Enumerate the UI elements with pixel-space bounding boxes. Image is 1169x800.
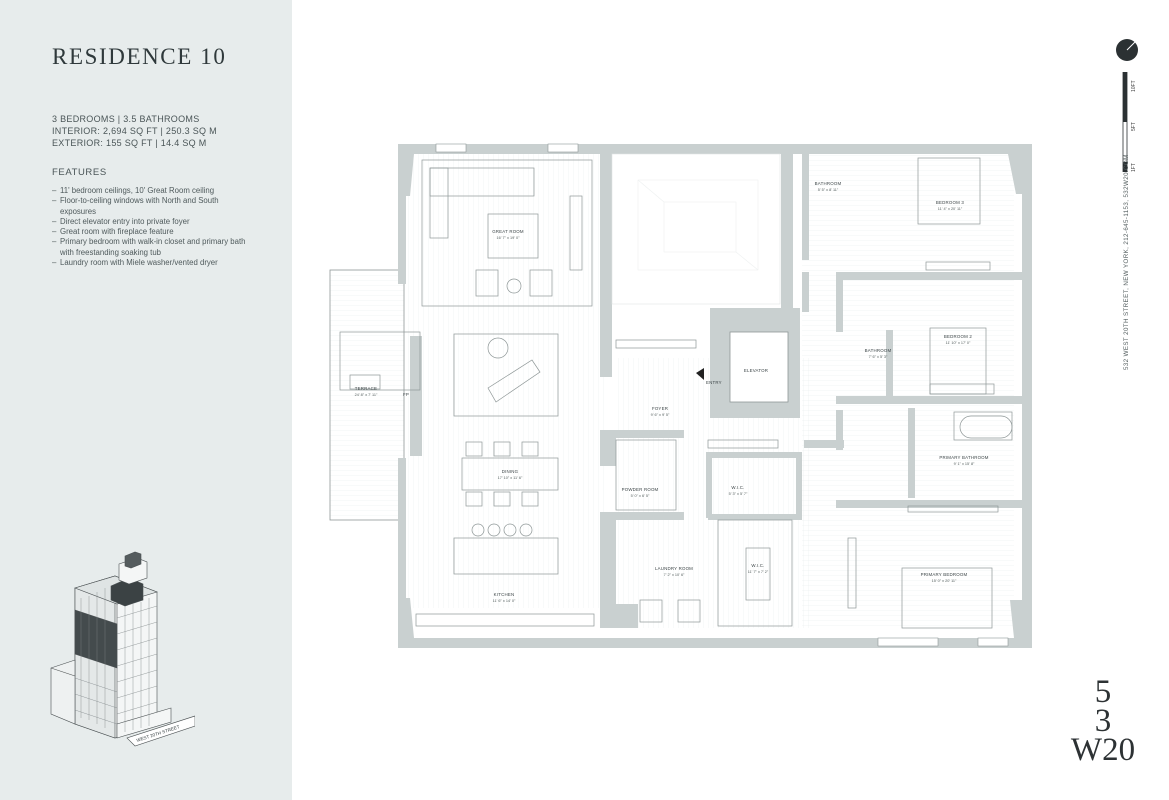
dim-bathroom-top: 5' 5" x 8' 11" — [818, 188, 839, 192]
label-bathroom-mid: BATHROOM — [865, 348, 892, 353]
info-panel: RESIDENCE 10 3 BEDROOMS | 3.5 BATHROOMS … — [0, 0, 292, 800]
scale-label-max: 10FT — [1131, 80, 1137, 92]
label-foyer: FOYER — [652, 406, 668, 411]
bedroom-wing-floor — [802, 154, 1014, 626]
dim-foyer: 9' 6" x 9' 5" — [651, 413, 670, 417]
label-bedroom-3: BEDROOM 3 — [936, 200, 965, 205]
label-primary-bedroom: PRIMARY BEDROOM — [921, 572, 968, 577]
dim-wic-large: 11' 7" x 7' 2" — [748, 570, 769, 574]
label-elevator: ELEVATOR — [744, 368, 768, 373]
label-wic-large: W.I.C. — [751, 563, 764, 568]
label-bedroom-2: BEDROOM 2 — [944, 334, 973, 339]
dim-powder-room: 5' 0" x 6' 5" — [631, 494, 650, 498]
label-powder-room: POWDER ROOM — [622, 487, 659, 492]
feature-item: 11' bedroom ceilings, 10' Great Room cei… — [52, 186, 252, 197]
label-laundry-room: LAUNDRY ROOM — [655, 566, 693, 571]
dim-bedroom-2: 11' 10" x 17' 0" — [946, 341, 971, 345]
label-primary-bathroom: PRIMARY BATHROOM — [939, 455, 988, 460]
features-list: 11' bedroom ceilings, 10' Great Room cei… — [52, 186, 252, 269]
elevator — [729, 331, 789, 403]
residence-title: RESIDENCE 10 — [52, 44, 227, 69]
dim-kitchen: 11' 6" x 14' 0" — [493, 599, 516, 603]
features-heading: FEATURES — [52, 167, 107, 178]
living-floor — [404, 152, 604, 608]
dim-wic-small: 5' 3" x 5' 7" — [729, 492, 748, 496]
label-fireplace: FP — [403, 392, 409, 397]
label-wic-small: W.I.C. — [731, 485, 744, 490]
building-address: 532 WEST 20TH STREET, NEW YORK, 212-645-… — [1123, 154, 1130, 370]
feature-item: Direct elevator entry into private foyer — [52, 217, 252, 228]
dim-bedroom-3: 11' 4" x 20' 11" — [938, 207, 963, 211]
spec-exterior: EXTERIOR: 155 SQ FT | 14.4 SQ M — [52, 138, 207, 148]
label-entry: ENTRY — [706, 380, 722, 385]
logo-line-3: W20 — [1070, 732, 1136, 768]
furniture — [339, 157, 1013, 629]
spec-interior: INTERIOR: 2,694 SQ FT | 250.3 SQ M — [52, 126, 217, 136]
label-kitchen: KITCHEN — [494, 592, 515, 597]
outer-walls — [398, 144, 1032, 648]
room-labels: GREAT ROOM 16' 7" x 19' 0" TERRACE 24' 8… — [355, 181, 989, 603]
dim-dining: 17' 10" x 11' 6" — [498, 476, 523, 480]
building-illustration: WEST 20TH STREET — [50, 551, 195, 747]
dim-terrace: 24' 8" x 7' 11" — [355, 393, 378, 397]
north-arrow-icon — [1116, 39, 1138, 61]
dim-laundry-room: 7' 2" x 10' 6" — [664, 573, 685, 577]
feature-item: Floor-to-ceiling windows with North and … — [52, 196, 252, 217]
dim-primary-bathroom: 9' 1" x 15' 8" — [954, 462, 975, 466]
scale-label-zero: 1FT — [1131, 163, 1137, 172]
label-dining: DINING — [502, 469, 519, 474]
terrace — [329, 269, 405, 521]
feature-item: Primary bedroom with walk-in closet and … — [52, 237, 252, 258]
feature-item: Great room with fireplace feature — [52, 227, 252, 238]
dim-bathroom-mid: 7' 6" x 5' 3" — [869, 355, 888, 359]
dim-primary-bedroom: 15' 0" x 20' 11" — [932, 579, 957, 583]
logo-line-2: 3 — [1094, 703, 1112, 739]
scale-label-mid: 5FT — [1131, 122, 1137, 131]
entry-arrow-icon — [696, 368, 704, 380]
spec-rooms: 3 BEDROOMS | 3.5 BATHROOMS — [52, 114, 200, 124]
label-great-room: GREAT ROOM — [492, 229, 524, 234]
feature-item: Laundry room with Miele washer/vented dr… — [52, 258, 252, 269]
floor-plan: GREAT ROOM 16' 7" x 19' 0" TERRACE 24' 8… — [329, 143, 1032, 648]
scale-bar — [1122, 72, 1128, 172]
logo-line-1: 5 — [1094, 674, 1112, 710]
label-bathroom-top: BATHROOM — [815, 181, 842, 186]
dim-great-room: 16' 7" x 19' 0" — [497, 236, 521, 240]
label-terrace: TERRACE — [355, 386, 377, 391]
